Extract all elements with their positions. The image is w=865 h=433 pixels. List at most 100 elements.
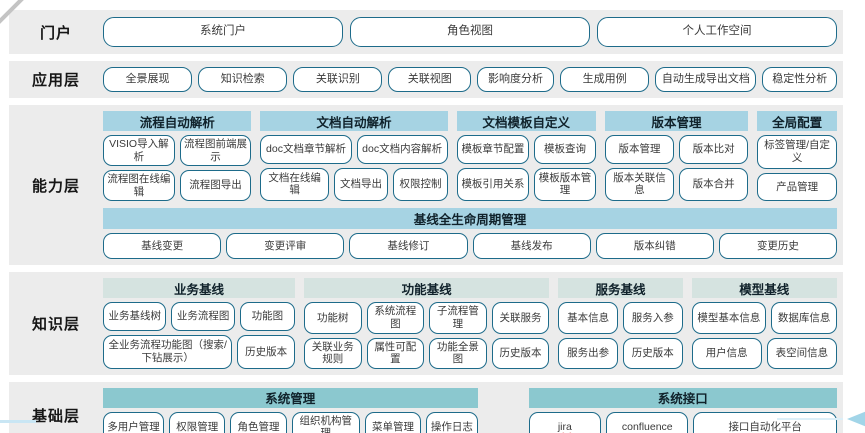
- item-button[interactable]: 生成用例: [560, 67, 650, 92]
- item-button[interactable]: 全景展现: [103, 67, 193, 92]
- group-header: 流程自动解析: [103, 111, 252, 131]
- group-流程自动解析: 流程自动解析 VISIO导入解析流程图前端展示流程图在线编辑流程图导出: [103, 111, 252, 202]
- item-button[interactable]: 角色管理: [230, 411, 287, 433]
- layer-content-portal: 系统门户角色视图个人工作空间: [103, 17, 837, 47]
- item-button[interactable]: 服务出参: [558, 337, 618, 369]
- banner-button-row: 基线变更变更评审基线修订基线发布版本纠错变更历史: [103, 233, 838, 260]
- item-button[interactable]: 关联业务规则: [303, 337, 362, 369]
- item-button[interactable]: 子流程管理: [429, 302, 487, 334]
- item-button[interactable]: 版本管理: [604, 135, 675, 164]
- item-button[interactable]: 历史版本: [622, 337, 683, 369]
- item-button[interactable]: 模板引用关系: [456, 167, 530, 202]
- button-row: 文档在线编辑文档导出权限控制: [260, 167, 448, 202]
- item-button[interactable]: 流程图在线编辑: [103, 170, 175, 202]
- group-全局配置: 全局配置标签管理/自定义产品管理: [757, 111, 837, 202]
- item-button[interactable]: 个人工作空间: [597, 17, 837, 47]
- layer-content-application: 全景展现知识检索关联识别关联视图影响度分析生成用例自动生成导出文档稳定性分析: [103, 67, 838, 92]
- item-button[interactable]: 表空间信息: [766, 337, 838, 369]
- item-button[interactable]: 模型基本信息: [691, 302, 767, 334]
- item-button[interactable]: 操作日志: [426, 411, 478, 433]
- item-button[interactable]: 接口自动化平台: [693, 411, 837, 433]
- group-header: 文档自动解析: [260, 111, 448, 131]
- group-header: 服务基线: [558, 278, 683, 299]
- item-button[interactable]: 产品管理: [757, 172, 837, 202]
- item-button[interactable]: 组织机构管理: [291, 411, 360, 433]
- item-button[interactable]: 基本信息: [558, 302, 618, 334]
- group-模型基线: 模型基线模型基本信息数据库信息用户信息表空间信息: [691, 278, 838, 369]
- item-button[interactable]: 关联识别: [293, 67, 383, 92]
- button-row: 基本信息服务入参: [558, 302, 683, 334]
- group-header: 模型基线: [691, 278, 838, 299]
- item-button[interactable]: 全业务流程功能图（搜索/下钻展示）: [103, 334, 233, 369]
- item-button[interactable]: 功能图: [239, 302, 295, 331]
- button-row: 版本管理版本比对: [604, 135, 749, 164]
- item-button[interactable]: 流程图导出: [179, 170, 252, 202]
- button-row: 模型基本信息数据库信息: [691, 302, 838, 334]
- item-button[interactable]: 功能树: [303, 302, 362, 334]
- item-button[interactable]: 用户信息: [691, 337, 762, 369]
- item-button[interactable]: 自动生成导出文档: [655, 67, 757, 92]
- item-button[interactable]: confluence: [606, 411, 689, 433]
- item-button[interactable]: VISIO导入解析: [103, 135, 175, 167]
- item-button[interactable]: 版本合并: [679, 167, 749, 202]
- layer-band-portal: 门户系统门户角色视图个人工作空间: [9, 10, 843, 54]
- button-row: 关联业务规则属性可配置功能全景图历史版本: [303, 337, 550, 369]
- item-button[interactable]: 多用户管理: [103, 411, 165, 433]
- item-button[interactable]: doc文档章节解析: [260, 135, 352, 164]
- item-button[interactable]: 版本关联信息: [604, 167, 675, 202]
- item-button[interactable]: 数据库信息: [771, 302, 838, 334]
- group-文档模板自定义: 文档模板自定义模板章节配置模板查询模板引用关系模板版本管理: [456, 111, 596, 202]
- item-button[interactable]: 历史版本: [237, 334, 295, 369]
- layer-band-knowledge: 知识层业务基线业务基线树业务流程图功能图全业务流程功能图（搜索/下钻展示）历史版…: [9, 272, 843, 375]
- group-header: 系统接口: [528, 387, 837, 408]
- button-row: 全业务流程功能图（搜索/下钻展示）历史版本: [103, 334, 295, 369]
- item-button[interactable]: 知识检索: [198, 67, 288, 92]
- group-业务基线: 业务基线业务基线树业务流程图功能图全业务流程功能图（搜索/下钻展示）历史版本: [103, 278, 295, 369]
- item-button[interactable]: jira: [528, 411, 602, 433]
- item-button[interactable]: 版本纠错: [595, 233, 714, 260]
- button-row: 产品管理: [757, 172, 837, 202]
- item-button[interactable]: 基线发布: [472, 233, 591, 260]
- item-button[interactable]: 关联服务: [491, 302, 550, 334]
- item-button[interactable]: 业务基线树: [103, 302, 167, 331]
- group-application: 全景展现知识检索关联识别关联视图影响度分析生成用例自动生成导出文档稳定性分析: [103, 67, 838, 92]
- item-button[interactable]: 版本比对: [679, 135, 749, 164]
- group-header: 系统管理: [103, 387, 478, 408]
- item-button[interactable]: 权限管理: [169, 411, 226, 433]
- button-row: 模板章节配置模板查询: [456, 135, 596, 164]
- layer-content-knowledge: 业务基线业务基线树业务流程图功能图全业务流程功能图（搜索/下钻展示）历史版本功能…: [103, 278, 838, 369]
- item-button[interactable]: 模板版本管理: [534, 167, 596, 202]
- item-button[interactable]: 变更评审: [226, 233, 345, 260]
- group-版本管理: 版本管理版本管理版本比对版本关联信息版本合并: [604, 111, 749, 202]
- item-button[interactable]: 业务流程图: [171, 302, 235, 331]
- item-button[interactable]: 文档在线编辑: [260, 167, 329, 202]
- item-button[interactable]: 稳定性分析: [762, 67, 838, 92]
- item-button[interactable]: 基线变更: [103, 233, 222, 260]
- item-button[interactable]: 基线修订: [349, 233, 468, 260]
- group-header: 文档模板自定义: [456, 111, 596, 131]
- item-button[interactable]: 功能全景图: [429, 337, 487, 369]
- item-button[interactable]: 菜单管理: [364, 411, 422, 433]
- item-button[interactable]: 模板章节配置: [456, 135, 530, 164]
- button-row: 版本关联信息版本合并: [604, 167, 749, 202]
- item-button[interactable]: 标签管理/自定义: [757, 135, 837, 169]
- item-button[interactable]: 流程图前端展示: [179, 135, 252, 167]
- item-button[interactable]: doc文档内容解析: [356, 135, 448, 164]
- item-button[interactable]: 系统门户: [103, 17, 343, 47]
- item-button[interactable]: 变更历史: [718, 233, 838, 260]
- item-button[interactable]: 影响度分析: [477, 67, 555, 92]
- layer-label-knowledge: 知识层: [31, 316, 80, 334]
- item-button[interactable]: 权限控制: [393, 167, 448, 202]
- item-button[interactable]: 历史版本: [491, 337, 550, 369]
- item-button[interactable]: 角色视图: [350, 17, 590, 47]
- item-button[interactable]: 文档导出: [333, 167, 389, 202]
- item-button[interactable]: 模板查询: [534, 135, 596, 164]
- item-button[interactable]: 属性可配置: [366, 337, 425, 369]
- item-button[interactable]: 系统流程图: [366, 302, 425, 334]
- item-button[interactable]: 关联视图: [388, 67, 472, 92]
- group-header: 全局配置: [757, 111, 837, 131]
- item-button[interactable]: 服务入参: [622, 302, 683, 334]
